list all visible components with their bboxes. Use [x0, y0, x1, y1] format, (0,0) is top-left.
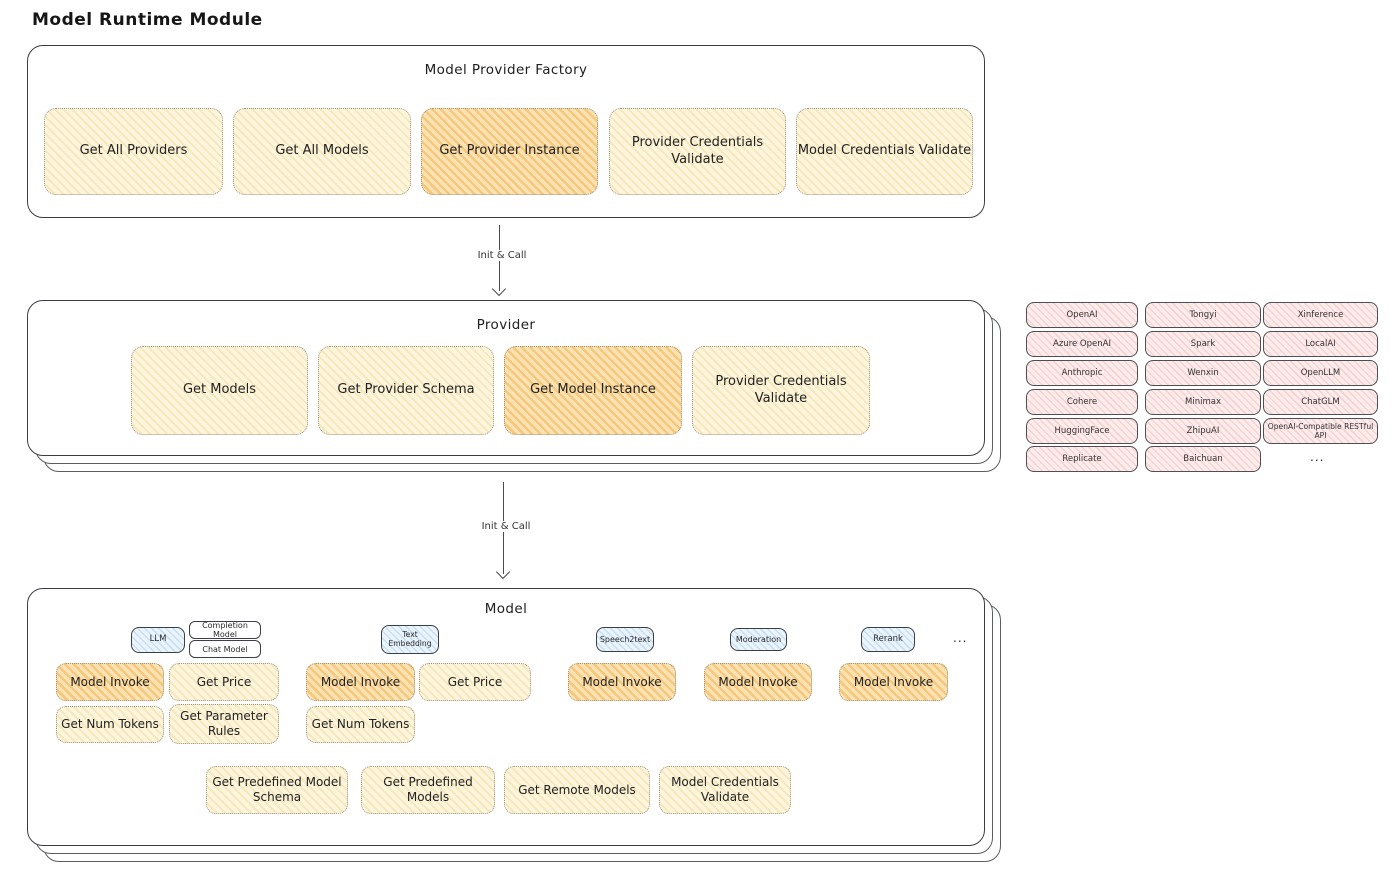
tag-rerank: Rerank: [861, 627, 915, 652]
provider-pill-azure-openai: Azure OpenAI: [1026, 331, 1138, 357]
factory-title: Model Provider Factory: [424, 62, 588, 78]
provider-pill-tongyi: Tongyi: [1145, 302, 1261, 328]
tag-text-embedding: Text Embedding: [381, 625, 439, 654]
model-tags-more: ...: [953, 631, 968, 645]
provider-pill-baichuan: Baichuan: [1145, 446, 1261, 472]
llm-get-price: Get Price: [169, 663, 279, 701]
rerank-model-invoke: Model Invoke: [839, 663, 948, 701]
provider-pill-openai: OpenAI: [1026, 302, 1138, 328]
tag-completion-model: Completion Model: [189, 621, 261, 639]
provider-pill-zhipuai: ZhipuAI: [1145, 418, 1261, 444]
provider-pill-chatglm: ChatGLM: [1263, 389, 1378, 415]
speech2text-model-invoke: Model Invoke: [568, 663, 676, 701]
factory-get-all-providers: Get All Providers: [44, 108, 223, 195]
provider-get-model-instance: Get Model Instance: [504, 346, 682, 435]
factory-provider-credentials-validate: Provider Credentials Validate: [609, 108, 786, 195]
arrow-down-icon: [495, 564, 511, 580]
factory-model-credentials-validate: Model Credentials Validate: [796, 108, 973, 195]
provider-pill-anthropic: Anthropic: [1026, 360, 1138, 386]
text-embedding-get-price: Get Price: [419, 663, 531, 701]
provider-pill-localai: LocalAI: [1263, 331, 1378, 357]
factory-get-provider-instance: Get Provider Instance: [421, 108, 598, 195]
provider-credentials-validate: Provider Credentials Validate: [692, 346, 870, 435]
arrow-label-init-call-2: Init & Call: [463, 521, 549, 532]
text-embedding-get-num-tokens: Get Num Tokens: [306, 706, 415, 743]
get-remote-models: Get Remote Models: [504, 766, 650, 814]
model-credentials-validate: Model Credentials Validate: [659, 766, 791, 814]
moderation-model-invoke: Model Invoke: [704, 663, 812, 701]
provider-pill-replicate: Replicate: [1026, 446, 1138, 472]
tag-speech2text: Speech2text: [596, 627, 654, 652]
provider-pill-huggingface: HuggingFace: [1026, 418, 1138, 444]
provider-get-models: Get Models: [131, 346, 308, 435]
factory-box: Model Provider Factory Get All Providers…: [27, 45, 985, 218]
get-predefined-models: Get Predefined Models: [361, 766, 495, 814]
provider-pill-openai-compatible: OpenAI-Compatible RESTful API: [1263, 418, 1378, 444]
arrow-label-init-call-1: Init & Call: [459, 250, 545, 261]
model-title: Model: [484, 601, 528, 617]
arrow-down-icon: [491, 281, 507, 297]
page-title: Model Runtime Module: [32, 10, 263, 30]
tag-llm: LLM: [131, 627, 185, 653]
llm-model-invoke: Model Invoke: [56, 663, 164, 701]
provider-get-provider-schema: Get Provider Schema: [318, 346, 494, 435]
get-predefined-model-schema: Get Predefined Model Schema: [206, 766, 348, 814]
provider-pill-wenxin: Wenxin: [1145, 360, 1261, 386]
provider-pill-cohere: Cohere: [1026, 389, 1138, 415]
provider-pill-xinference: Xinference: [1263, 302, 1378, 328]
tag-moderation: Moderation: [730, 628, 787, 651]
provider-pill-openllm: OpenLLM: [1263, 360, 1378, 386]
provider-title: Provider: [476, 317, 536, 333]
tag-chat-model: Chat Model: [189, 640, 261, 658]
provider-list-more: ...: [1310, 450, 1325, 464]
provider-box: Provider Get Models Get Provider Schema …: [27, 300, 985, 456]
factory-get-all-models: Get All Models: [233, 108, 411, 195]
provider-pill-spark: Spark: [1145, 331, 1261, 357]
model-box: Model LLM Completion Model Chat Model Te…: [27, 588, 985, 846]
text-embedding-model-invoke: Model Invoke: [306, 663, 415, 701]
provider-pill-minimax: Minimax: [1145, 389, 1261, 415]
llm-get-num-tokens: Get Num Tokens: [56, 706, 164, 743]
llm-get-parameter-rules: Get Parameter Rules: [169, 704, 279, 744]
